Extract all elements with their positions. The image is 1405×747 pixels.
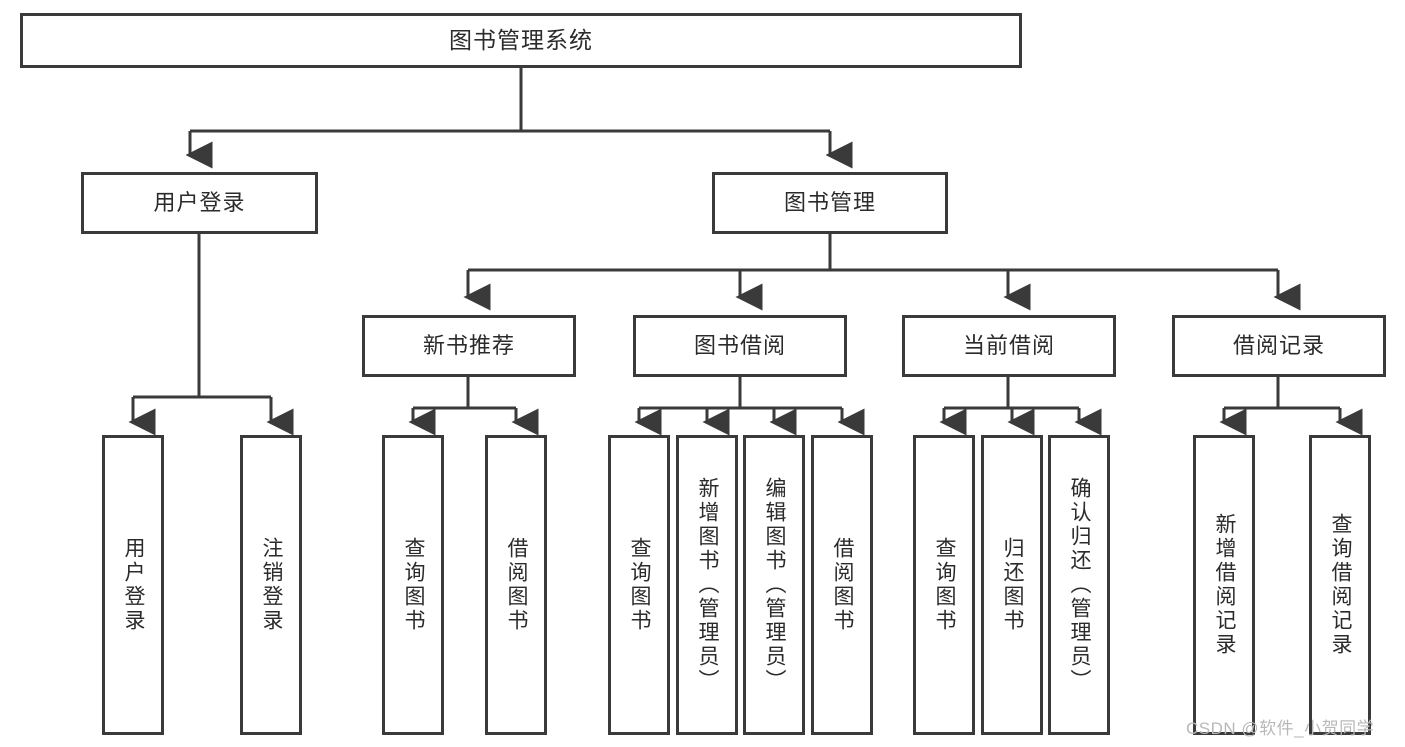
node-label: 查询图书 bbox=[628, 537, 652, 633]
node-book-borrow[interactable]: 图书借阅 bbox=[633, 315, 847, 377]
node-label: 查询借阅记录 bbox=[1329, 513, 1353, 657]
node-label: 查询图书 bbox=[402, 537, 426, 633]
leaf-new-book-borrow-book[interactable]: 借阅图书 bbox=[485, 435, 547, 735]
node-label: 注销登录 bbox=[260, 537, 284, 633]
node-label: 确认归还（管理员） bbox=[1068, 477, 1092, 693]
node-label: 新增借阅记录 bbox=[1213, 513, 1237, 657]
node-current-borrow[interactable]: 当前借阅 bbox=[902, 315, 1116, 377]
leaf-borrow-record-add-record[interactable]: 新增借阅记录 bbox=[1193, 435, 1255, 735]
node-label: 图书借阅 bbox=[693, 333, 786, 359]
node-borrow-record[interactable]: 借阅记录 bbox=[1172, 315, 1386, 377]
leaf-book-borrow-borrow-book[interactable]: 借阅图书 bbox=[811, 435, 873, 735]
leaf-new-book-query-book[interactable]: 查询图书 bbox=[382, 435, 444, 735]
leaf-current-borrow-confirm-return-admin[interactable]: 确认归还（管理员） bbox=[1048, 435, 1110, 735]
node-label: 归还图书 bbox=[1001, 537, 1025, 633]
node-label: 编辑图书（管理员） bbox=[763, 477, 787, 693]
node-book-management[interactable]: 图书管理 bbox=[712, 172, 948, 234]
leaf-book-borrow-edit-book-admin[interactable]: 编辑图书（管理员） bbox=[743, 435, 805, 735]
leaf-book-borrow-add-book-admin[interactable]: 新增图书（管理员） bbox=[676, 435, 738, 735]
node-label: 借阅记录 bbox=[1232, 333, 1325, 359]
node-new-book-recommend[interactable]: 新书推荐 bbox=[362, 315, 576, 377]
node-label: 当前借阅 bbox=[962, 333, 1055, 359]
leaf-user-login-login[interactable]: 用户登录 bbox=[102, 435, 164, 735]
node-label: 图书管理系统 bbox=[449, 27, 593, 54]
leaf-book-borrow-query-book[interactable]: 查询图书 bbox=[608, 435, 670, 735]
watermark-text: CSDN @软件_小贺同学 bbox=[1186, 719, 1375, 738]
node-user-login[interactable]: 用户登录 bbox=[81, 172, 318, 234]
node-label: 新书推荐 bbox=[422, 333, 515, 359]
node-label: 图书管理 bbox=[783, 190, 876, 216]
node-label: 借阅图书 bbox=[831, 537, 855, 633]
node-label: 借阅图书 bbox=[505, 537, 529, 633]
leaf-user-login-logout[interactable]: 注销登录 bbox=[240, 435, 302, 735]
node-label: 用户登录 bbox=[122, 537, 146, 633]
node-root-book-management-system[interactable]: 图书管理系统 bbox=[20, 13, 1022, 68]
node-label: 用户登录 bbox=[153, 190, 246, 216]
node-label: 新增图书（管理员） bbox=[696, 477, 720, 693]
leaf-borrow-record-query-record[interactable]: 查询借阅记录 bbox=[1309, 435, 1371, 735]
leaf-current-borrow-return-book[interactable]: 归还图书 bbox=[981, 435, 1043, 735]
leaf-current-borrow-query-book[interactable]: 查询图书 bbox=[913, 435, 975, 735]
node-label: 查询图书 bbox=[933, 537, 957, 633]
